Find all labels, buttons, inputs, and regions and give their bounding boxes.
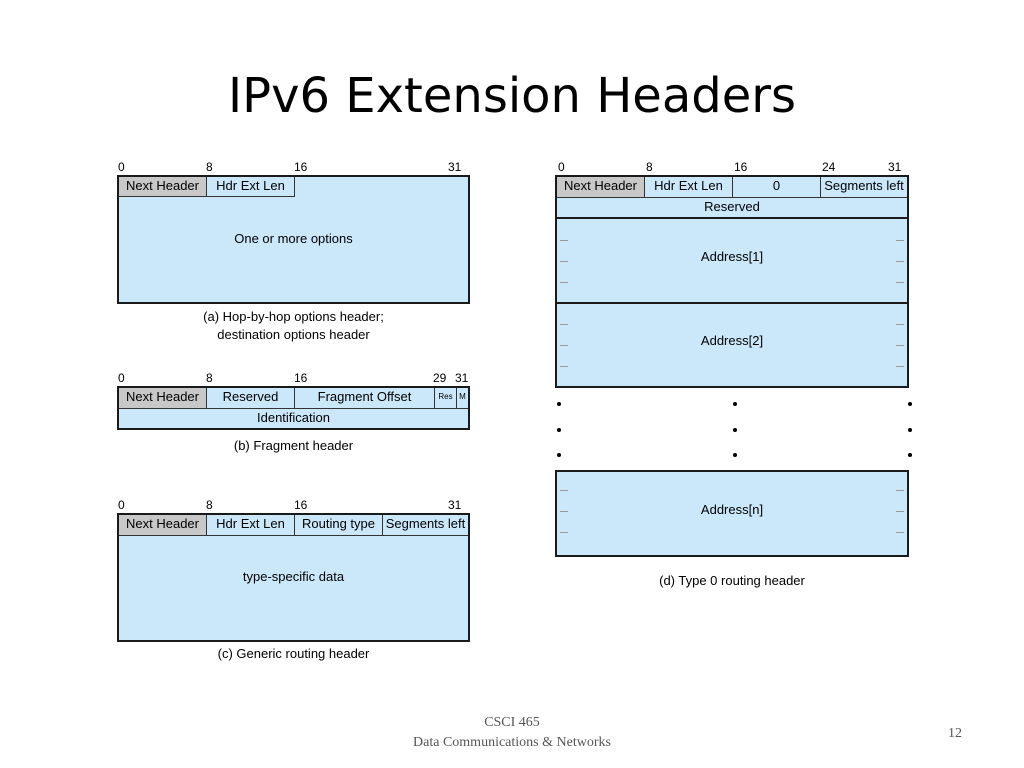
generic-routing-box: Next Header Hdr Ext Len Routing type Seg… [117,513,470,642]
bit-tick-31: 31 [888,160,902,174]
bit-tick-8: 8 [206,371,213,385]
addressn-dash [560,511,568,512]
ellipsis-dot [557,453,561,457]
m-flag-field: M [457,388,468,409]
address-divider [557,302,907,304]
address2-dash [560,345,568,346]
bit-tick-16: 16 [294,160,308,174]
segments-left-field: Segments left [383,515,468,536]
type0-routing-caption: (d) Type 0 routing header [659,573,805,588]
address2-dash [896,324,904,325]
ellipsis-dot [908,402,912,406]
bit-tick-16: 16 [734,160,748,174]
bit-tick-0: 0 [558,160,565,174]
bit-tick-0: 0 [118,160,125,174]
slide-title: IPv6 Extension Headers [228,68,796,124]
address1-dash [896,240,904,241]
fragment-offset-field: Fragment Offset [295,388,435,409]
address2-dash [896,366,904,367]
fragment-caption: (b) Fragment header [233,438,354,453]
addressn-dash [560,532,568,533]
course-code: CSCI 465 [484,715,540,730]
address1-dash [560,261,568,262]
bit-tick-0: 0 [118,371,125,385]
segments-left-field: Segments left [821,177,907,198]
ellipsis-dot [557,402,561,406]
address2-dash [896,345,904,346]
addressn-dash [896,511,904,512]
address1-dash [896,261,904,262]
bit-tick-16: 16 [294,498,308,512]
address1-dash [896,282,904,283]
ellipsis-dot [908,453,912,457]
bit-tick-8: 8 [206,498,213,512]
address1-dash [560,240,568,241]
addressn-dash [896,532,904,533]
address2-label: Address[2] [700,333,764,348]
next-header-field: Next Header [119,177,207,197]
type0-routing-box: Next Header Hdr Ext Len 0 Segments left … [555,175,909,388]
routing-type-field: Routing type [295,515,383,536]
bit-tick-0: 0 [118,498,125,512]
generic-routing-caption: (c) Generic routing header [217,646,370,661]
ellipsis-dot [733,402,737,406]
ellipsis-dot [908,428,912,432]
bit-tick-16: 16 [294,371,308,385]
bit-tick-8: 8 [206,160,213,174]
caption-line-1: (a) Hop-by-hop options header; [203,309,384,324]
caption-line-2: destination options header [217,327,370,342]
bit-tick-24: 24 [822,160,836,174]
bit-tick-31: 31 [448,498,462,512]
address-n-box: Address[n] [555,470,909,557]
options-label: One or more options [234,231,353,246]
type-specific-data-label: type-specific data [242,569,345,584]
hdr-ext-len-field: Hdr Ext Len [207,177,295,197]
bit-tick-29: 29 [433,371,447,385]
hdr-ext-len-field: Hdr Ext Len [207,515,295,536]
ellipsis-dot [733,453,737,457]
next-header-field: Next Header [119,388,207,409]
res-field: Res [435,388,457,409]
ellipsis-dot [733,428,737,432]
bit-tick-31: 31 [448,160,462,174]
fragment-box: Next Header Reserved Fragment Offset Res… [117,386,470,430]
identification-field: Identification [257,410,330,425]
ellipsis-dot [557,428,561,432]
address1-label: Address[1] [700,249,764,264]
hop-by-hop-box: Next Header Hdr Ext Len One or more opti… [117,175,470,304]
next-header-field: Next Header [119,515,207,536]
next-header-field: Next Header [557,177,645,198]
bit-tick-31: 31 [455,371,469,385]
hop-by-hop-caption: (a) Hop-by-hop options header; destinati… [117,308,470,344]
hdr-ext-len-field: Hdr Ext Len [645,177,733,198]
slide-footer: CSCI 465 Data Communications & Networks [312,713,712,753]
page-number: 12 [948,726,962,741]
reserved-field: Reserved [557,198,907,219]
address2-dash [560,366,568,367]
address2-dash [560,324,568,325]
addressn-dash [560,490,568,491]
reserved-field: Reserved [207,388,295,409]
course-name: Data Communications & Networks [413,735,611,750]
addressn-label: Address[n] [700,502,764,517]
zero-field: 0 [733,177,821,198]
addressn-dash [896,490,904,491]
address1-dash [560,282,568,283]
bit-tick-8: 8 [646,160,653,174]
